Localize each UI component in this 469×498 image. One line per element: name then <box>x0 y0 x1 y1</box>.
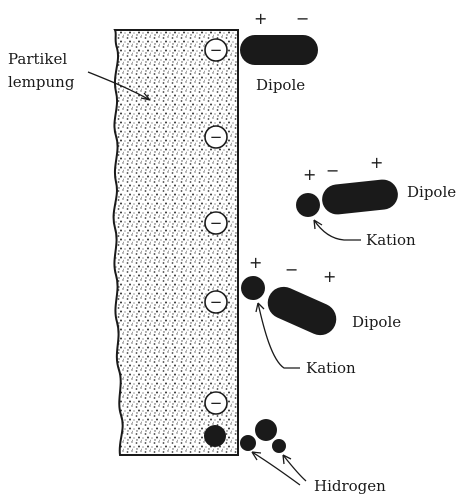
dipole-1-molecule <box>240 35 318 65</box>
cation-2-label: Kation <box>306 359 356 377</box>
hydrogen-pointer-2 <box>283 455 306 481</box>
hydrogen-atom <box>204 425 226 447</box>
negative-charge-sign: − <box>210 394 223 412</box>
dipole-2-molecule <box>321 178 400 216</box>
clay-particle-body <box>114 30 238 455</box>
dipole-2-plus-sign-left: + <box>303 165 316 184</box>
dipole-2-plus-sign-right: + <box>370 153 383 172</box>
hydrogen-label: Hidrogen <box>314 477 386 495</box>
particle-label-line2: lempung <box>8 73 75 91</box>
dipole-3-cation <box>241 276 265 300</box>
dipole-1-minus-sign: − <box>296 9 309 28</box>
hydrogen-atom <box>240 435 256 451</box>
dipole-2: + − + Dipole Kation <box>296 153 456 249</box>
dipole-3-molecule <box>263 282 342 341</box>
cation-1-pointer <box>314 220 361 240</box>
dipole-1: + − Dipole <box>240 9 318 94</box>
dipole-3: + − + Dipole Kation <box>241 253 401 377</box>
negative-charge-sign: − <box>210 128 223 146</box>
dipole-3-label: Dipole <box>352 313 401 331</box>
negative-charge-sign: − <box>210 41 223 59</box>
hydrogen-pointer-1-arrowhead <box>252 452 261 460</box>
dipole-3-plus-sign-left: + <box>249 253 262 272</box>
dipole-2-label: Dipole <box>407 183 456 201</box>
cation-1-label: Kation <box>366 231 416 249</box>
dipole-3-plus-sign-right: + <box>323 267 336 286</box>
negative-charge-sign: − <box>210 293 223 311</box>
hydrogen-pointer-1 <box>252 452 300 485</box>
negative-charge-sign: − <box>210 214 223 232</box>
hydrogen-atom <box>255 419 277 441</box>
dipole-2-minus-sign: − <box>326 161 339 180</box>
hydrogen-atom <box>272 439 286 453</box>
particle-label-line1: Partikel <box>8 50 67 68</box>
dipole-1-plus-sign: + <box>254 9 267 28</box>
dipole-2-cation <box>296 193 320 217</box>
dipole-1-label: Dipole <box>256 76 305 94</box>
dipole-3-minus-sign: − <box>285 260 298 279</box>
